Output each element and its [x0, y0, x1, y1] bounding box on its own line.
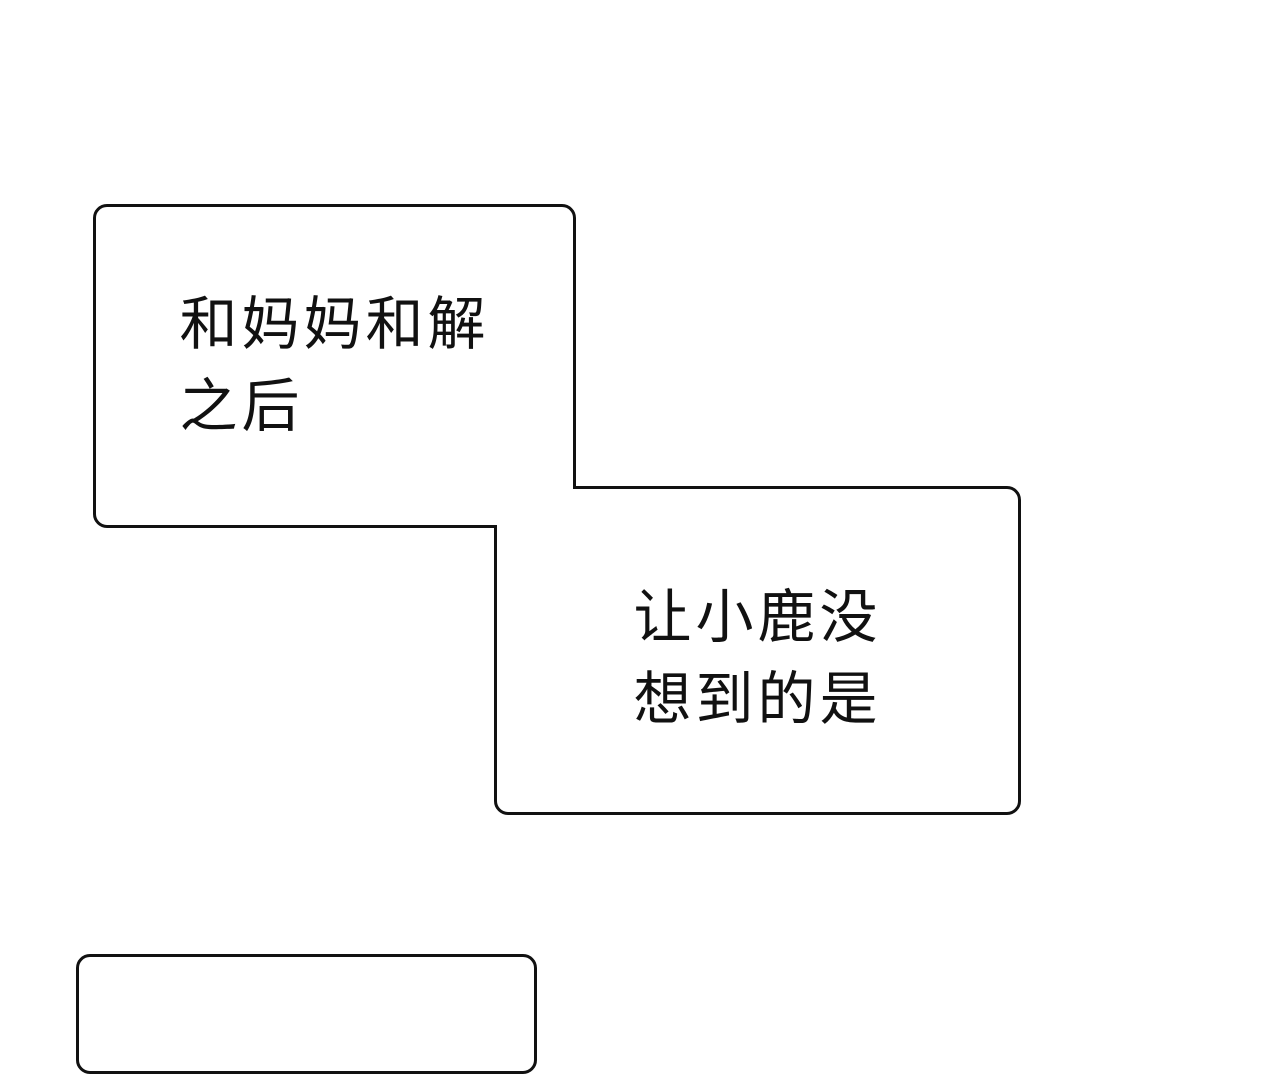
narration-text-2: 让小鹿没 想到的是 — [633, 577, 881, 741]
bubble-merge-patch — [490, 482, 573, 504]
comic-page: 和妈妈和解 之后 让小鹿没 想到的是 — [76, 204, 1021, 1074]
text-line: 让小鹿没 — [633, 584, 882, 650]
text-line: 想到的是 — [633, 666, 882, 732]
narration-box-2: 让小鹿没 想到的是 — [494, 486, 1021, 815]
narration-text-1: 和妈妈和解 之后 — [179, 284, 489, 448]
narration-box-3 — [76, 954, 537, 1074]
bubble-merge-patch — [490, 482, 502, 525]
text-line: 之后 — [179, 374, 304, 439]
narration-box-1: 和妈妈和解 之后 — [93, 204, 576, 528]
text-line: 和妈妈和解 — [179, 292, 490, 357]
